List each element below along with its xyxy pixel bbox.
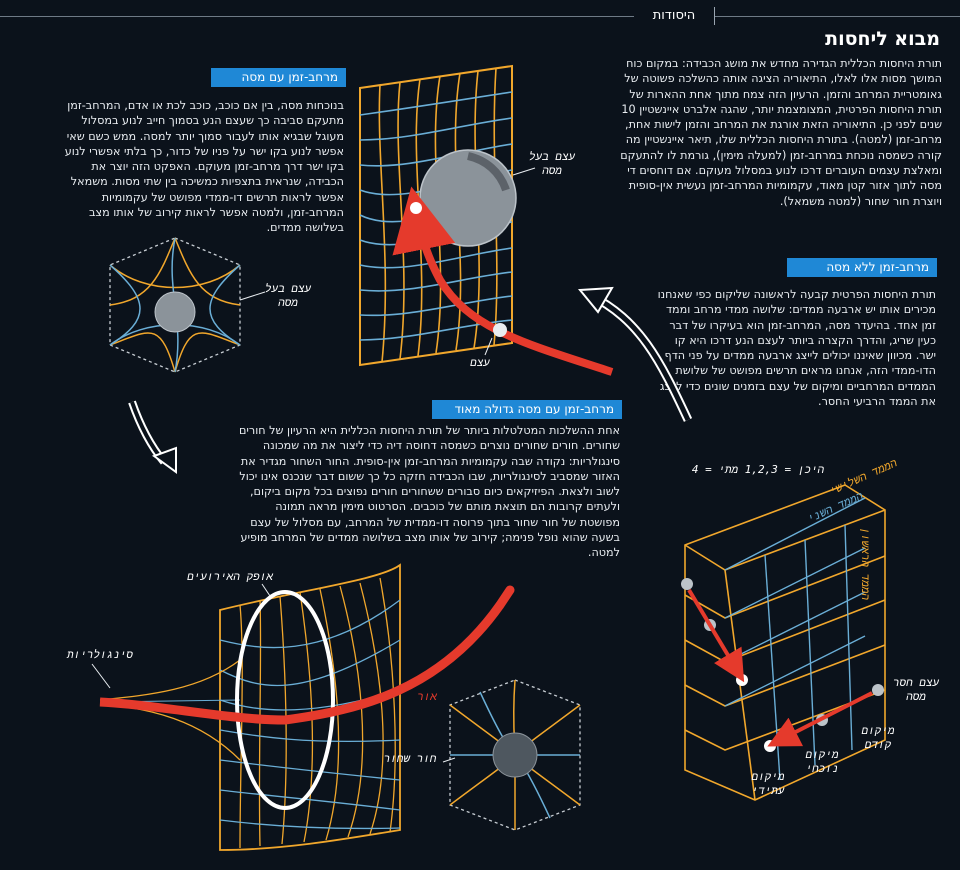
big-mass-paragraph: אחת ההשלכות המטלטלות ביותר של תורת היחסו… [238,424,620,560]
no-mass-tag: מרחב-זמן ללא מסה [787,258,937,277]
section-label: היסודות [634,7,714,25]
label-future-position: מיקום עתידי [751,770,785,797]
label-past-position: מיקום קודם [861,724,895,751]
label-cube-mass: עצם בעל מסה [264,282,312,309]
big-mass-tag: מרחב-זמן עם מסה גדולה מאוד [432,400,622,419]
no-mass-paragraph: תורת היחסות הפרטית קבעה לראשונה שליקום כ… [657,288,936,409]
label-black-hole: חור שחור [383,752,437,765]
cube-with-mass [109,237,241,373]
intro-paragraph: תורת היחסות הכללית הגדירה מחדש את מושג ה… [620,57,942,208]
with-mass-paragraph: בנוכחות מסה, בין אם כוכב, כוכב לכת או אד… [64,99,344,235]
curved-arrow-left [128,400,177,474]
black-hole-funnel [99,563,515,851]
flat-spacetime-lattice [681,484,886,801]
dim-first-label: הממד הראשון [859,527,872,600]
label-singularity: סינגולריות [66,648,133,661]
with-mass-tag: מרחב-זמן עם מסה [211,68,346,87]
warped-spacetime-grid [359,64,614,376]
label-mass-object: עצם בעל מסה [528,150,576,177]
label-event-horizon: אופק האירועים [187,570,273,583]
cube-black-hole [449,679,581,831]
label-light: אור [417,690,437,703]
header-rule [0,16,960,17]
label-massless-object: עצם חסר מסה [892,676,940,703]
label-object: עצם [470,356,490,369]
axes-caption: היכן = 1,2,3 מתי = 4 [691,463,825,476]
label-present-position: מיקום נוכחי [805,748,839,775]
header-tick-right [714,7,715,25]
curved-arrow-right [577,286,693,422]
page-title: מבוא ליחסות [825,28,940,50]
